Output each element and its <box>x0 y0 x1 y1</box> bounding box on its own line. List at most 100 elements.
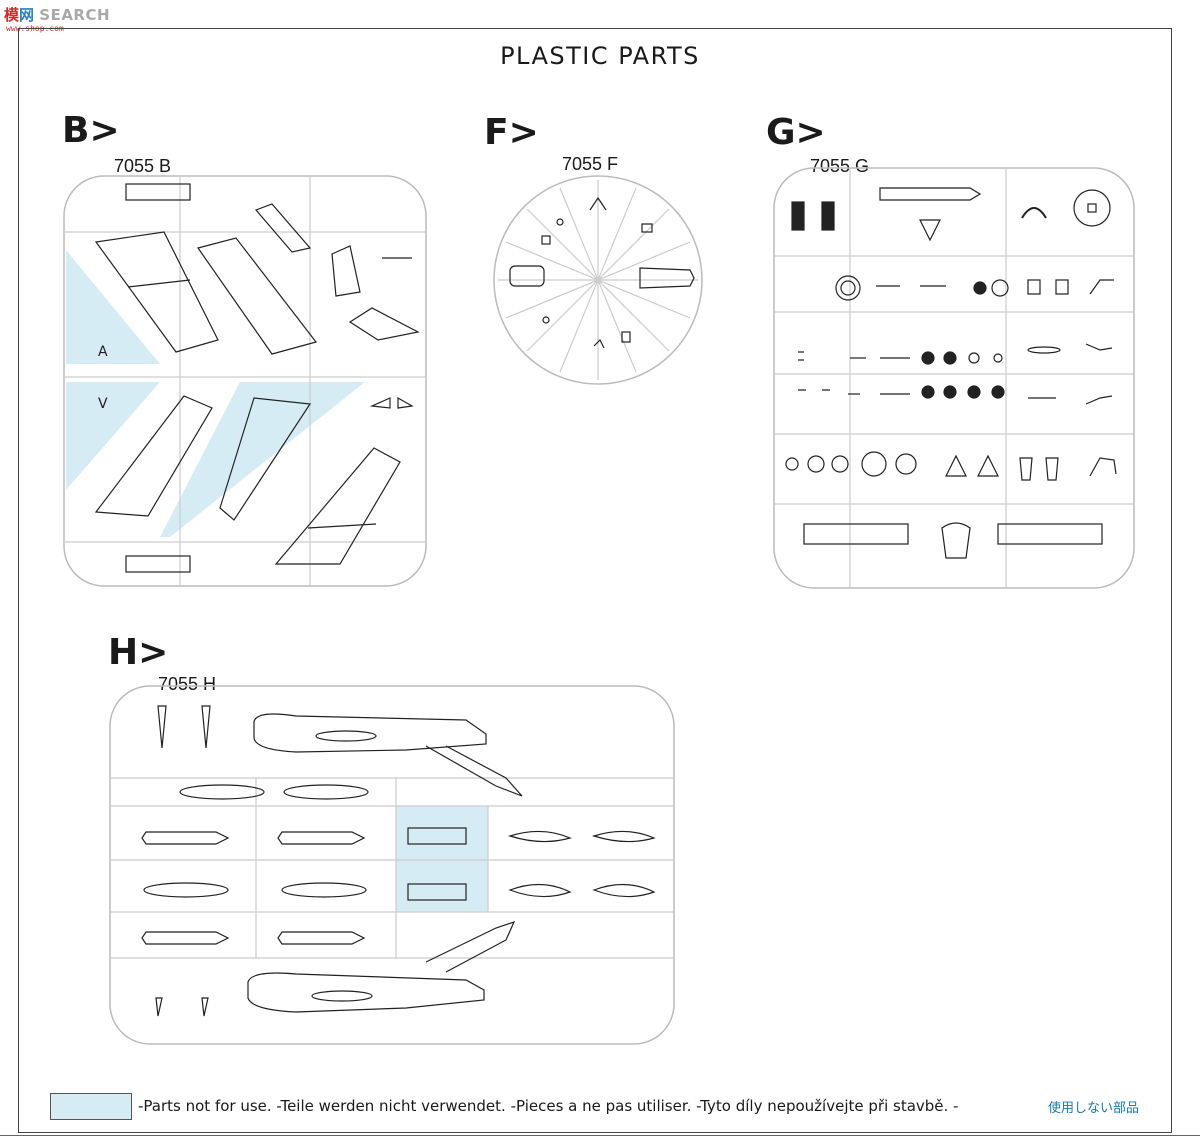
part-g-dot-b <box>943 351 957 365</box>
part-b-wing-lower <box>274 447 401 565</box>
part-f-bit-2 <box>541 235 551 245</box>
sprue-b-diagram: A V <box>63 175 427 587</box>
section-h-code: 7055 H <box>158 674 217 694</box>
watermark-part2: 网 <box>19 6 35 24</box>
part-b-small-b <box>397 396 414 409</box>
part-g-spring <box>785 457 799 471</box>
svg-text:V: V <box>98 396 108 412</box>
part-g-arm-1 <box>1085 343 1113 351</box>
watermark-part1: 模 <box>4 6 20 24</box>
part-h-drop-1 <box>507 830 572 843</box>
part-h-pod-3 <box>141 931 230 945</box>
page-title: PLASTIC PARTS <box>500 42 700 70</box>
bottom-rule <box>0 1135 1200 1136</box>
section-h-letter: H> <box>108 632 169 673</box>
part-f-bit-3 <box>621 331 631 343</box>
part-f-top <box>589 196 607 211</box>
part-b-wing-right <box>197 237 318 355</box>
part-h-drop-3 <box>508 883 572 898</box>
part-h-strut-4 <box>201 997 209 1017</box>
part-g-dot-e <box>921 385 935 399</box>
part-f-bottom <box>593 338 605 349</box>
part-g-cone-1 <box>945 454 967 477</box>
part-h-tank-4 <box>281 882 367 898</box>
part-h-pod-1 <box>141 831 230 845</box>
part-b-block-bottom <box>125 555 191 573</box>
part-h-tank-2 <box>283 784 369 800</box>
part-g-panel-1 <box>803 523 909 545</box>
part-g-arm-2 <box>1085 395 1113 405</box>
part-g-dot-a <box>921 351 935 365</box>
part-g-small-tri <box>919 219 941 242</box>
unused-parts-swatch <box>50 1093 132 1120</box>
unused-parts-note-jp: 使用しない部品 <box>1048 1101 1140 1116</box>
part-g-bracket-2 <box>1089 457 1117 477</box>
unused-parts-note: -Parts not for use. -Teile werden nicht … <box>138 1097 959 1115</box>
part-b-tailplane <box>348 307 420 341</box>
part-g-dot-g <box>967 385 981 399</box>
part-g-bracket <box>1089 279 1114 295</box>
part-g-cup-1 <box>1027 279 1041 295</box>
part-g-disc <box>1073 189 1111 227</box>
part-f-dot-2 <box>542 316 550 324</box>
part-g-gun <box>879 187 982 201</box>
part-h-tail-bottom <box>425 921 516 973</box>
part-h-fuselage-bottom <box>247 972 485 1013</box>
part-g-cup-2 <box>1055 279 1069 295</box>
part-b-flap-left <box>94 395 213 517</box>
section-b-code: 7055 B <box>114 156 172 176</box>
part-h-pod-4 <box>277 931 366 945</box>
part-g-arch <box>1021 207 1047 219</box>
part-g-cone-2 <box>977 454 999 477</box>
part-f-left <box>509 265 545 287</box>
part-h-pod-2 <box>277 831 366 845</box>
svg-text:A: A <box>98 344 108 360</box>
part-h-fuselage-top <box>253 713 487 753</box>
part-g-dot-d <box>993 353 1003 363</box>
part-g-o-1 <box>807 455 825 473</box>
part-h-drop-4 <box>592 883 656 898</box>
part-g-dot-h <box>991 385 1005 399</box>
part-b-small-a <box>369 397 391 409</box>
watermark-part3: SEARCH <box>39 6 111 24</box>
part-g-o-2 <box>831 455 849 473</box>
part-g-disc-square <box>1087 203 1097 213</box>
part-b-block-top <box>125 183 191 201</box>
part-h-tank-1 <box>179 784 265 800</box>
part-b-fin <box>331 245 361 297</box>
part-f-bit-1 <box>641 223 653 233</box>
part-g-wheel <box>991 279 1009 297</box>
sprue-h-diagram <box>109 685 675 1045</box>
part-b-wing-left <box>94 231 219 353</box>
part-b-flap-right <box>219 397 312 521</box>
watermark-logo: 模网 SEARCH <box>4 4 110 25</box>
part-g-o-4 <box>895 453 917 475</box>
part-g-dot-f <box>943 385 957 399</box>
part-h-drop-2 <box>591 830 656 843</box>
section-f-letter: F> <box>484 112 539 153</box>
part-b-small-top <box>254 203 312 253</box>
part-g-small-1 <box>798 351 804 361</box>
part-g-pedal-2 <box>821 201 835 231</box>
part-g-dot-c <box>968 352 980 364</box>
part-g-long <box>1027 346 1061 354</box>
page-frame <box>18 28 1172 1133</box>
part-g-o-3 <box>861 451 887 477</box>
part-h-block-1 <box>407 827 467 845</box>
part-h-strut-1 <box>157 705 167 749</box>
part-h-block-2 <box>407 883 467 901</box>
section-b-letter: B> <box>62 110 120 151</box>
section-g-code: 7055 G <box>810 156 870 176</box>
section-f-code: 7055 F <box>562 154 619 174</box>
part-h-tank-3 <box>143 882 229 898</box>
part-g-cup-3 <box>1019 457 1033 481</box>
part-g-cup-4 <box>1045 457 1059 481</box>
part-g-panel-2 <box>997 523 1103 545</box>
part-h-tail-top <box>425 745 523 797</box>
part-h-strut-3 <box>155 997 163 1017</box>
part-g-ring <box>835 275 861 301</box>
part-g-seat <box>941 522 971 559</box>
section-g-letter: G> <box>766 112 826 153</box>
part-f-dot-1 <box>556 218 564 226</box>
part-g-knob <box>973 281 987 295</box>
